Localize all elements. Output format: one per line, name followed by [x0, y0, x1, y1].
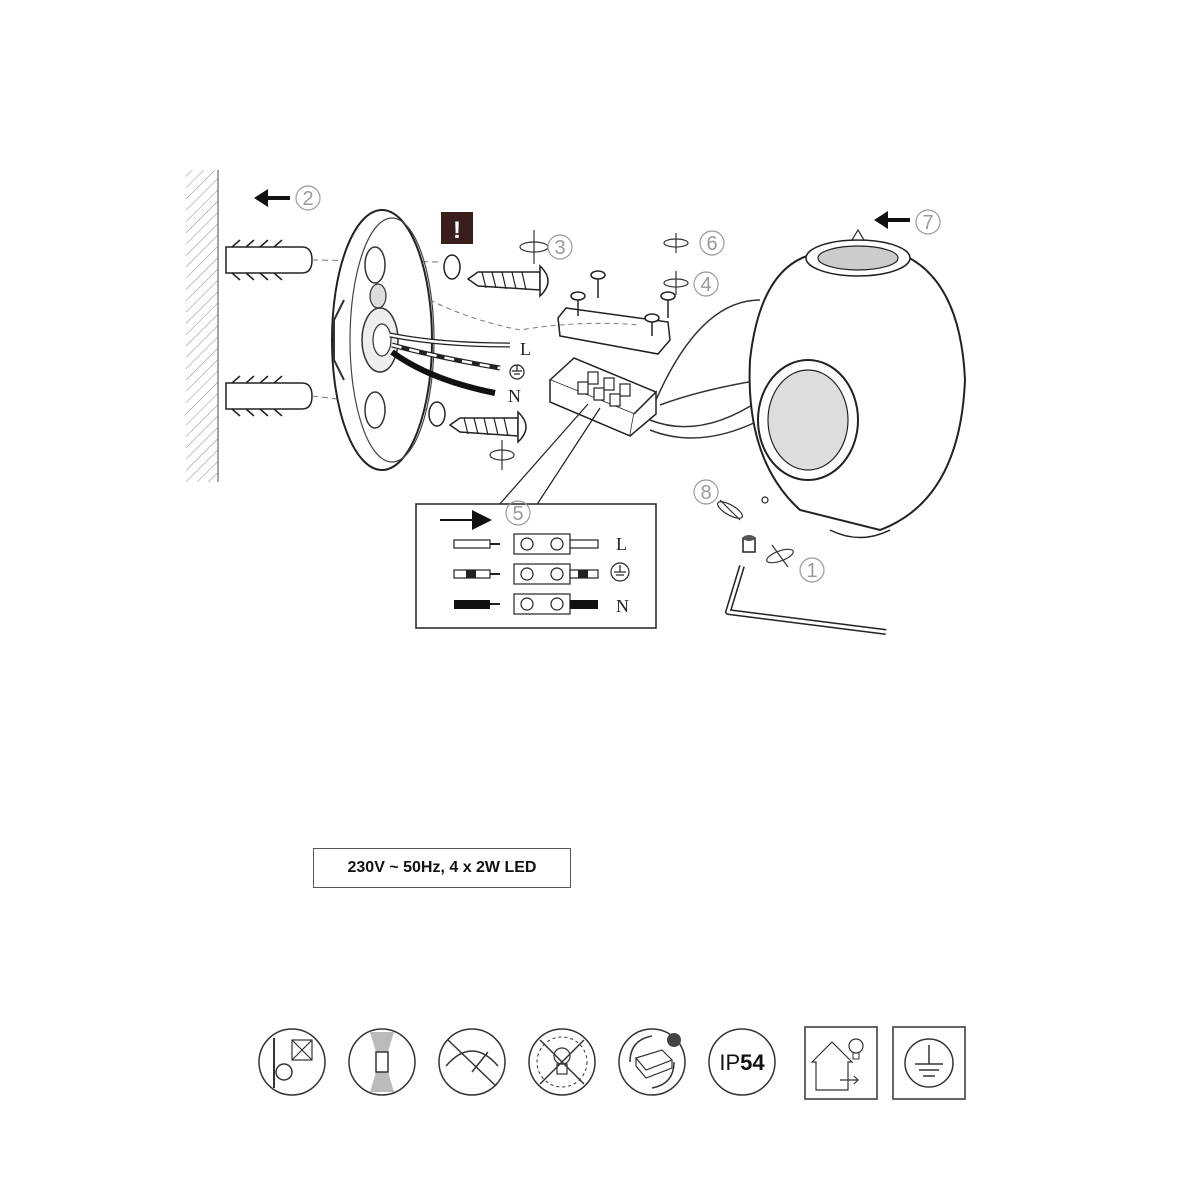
wall-screw-bottom [448, 410, 527, 444]
earth-wire-symbol [509, 364, 525, 380]
step-8-label: 8 [700, 482, 711, 504]
terminal-row-neutral [513, 593, 598, 615]
wall-plug-bottom [225, 375, 431, 417]
driver-recycling-icon [618, 1028, 686, 1096]
step-2-arrow: 2 [254, 185, 321, 211]
lamp-body [748, 228, 967, 539]
detail-label-neutral: N [616, 596, 629, 616]
lamp-wires [429, 299, 761, 439]
warning-icon: ! [441, 212, 473, 244]
wall-screw-top [466, 264, 549, 298]
step-1-label: 1 [806, 560, 817, 582]
spec-text: 230V ~ 50Hz, 4 x 2W LED [347, 859, 537, 876]
wall [186, 170, 219, 482]
detail-label-live: L [616, 534, 627, 554]
svg-text:!: ! [453, 217, 461, 244]
spec-label-box: 230V ~ 50Hz, 4 x 2W LED [313, 848, 571, 888]
ip-value: 54 [740, 1050, 765, 1075]
mounting-base [331, 209, 435, 471]
washer-bottom [428, 401, 446, 427]
step-2-label: 2 [302, 188, 313, 210]
step-4-rotate-icon: 4 [663, 271, 719, 297]
callout-leader [497, 403, 601, 507]
step-7-arrow: 7 [874, 209, 941, 235]
wall-mount-distance-icon [258, 1028, 326, 1096]
up-down-light-icon [348, 1028, 416, 1096]
ip-rating-icon: IP54 [708, 1028, 776, 1096]
led-not-replaceable-icon [528, 1028, 596, 1096]
step-8-rotate-icon: 8 [693, 479, 743, 521]
wall-plug-top [225, 239, 441, 281]
step-7-label: 7 [922, 212, 933, 234]
terminal-row-live [513, 533, 599, 555]
ip-prefix: IP [719, 1050, 740, 1075]
wire-label-neutral: N [508, 386, 521, 406]
terminal-block [548, 357, 658, 438]
step-6-rotate-icon: 6 [663, 230, 725, 256]
protective-earth-icon [892, 1026, 966, 1100]
allen-key [725, 565, 887, 635]
step-5-label: 5 [512, 503, 523, 525]
step-3-rotate-icon: 3 [519, 230, 573, 264]
step-6-label: 6 [706, 233, 717, 255]
bottom-screw-rotate-icon [489, 440, 515, 470]
wire-label-live: L [520, 339, 531, 359]
mains-wires: L N [389, 332, 531, 406]
terminal-row-earth [513, 563, 599, 585]
wiring-detail-box: 5 L [415, 500, 657, 629]
step-4-label: 4 [700, 274, 711, 296]
step-3-label: 3 [554, 237, 565, 259]
detail-earth-symbol [610, 562, 630, 582]
svg-text:IP54: IP54 [719, 1050, 765, 1075]
step-1-rotate-icon: 1 [766, 544, 825, 583]
terminal-cover-plate [557, 270, 676, 355]
symbol-row: IP54 [258, 1026, 966, 1100]
indoor-outdoor-use-icon [804, 1026, 878, 1100]
washer-top [443, 254, 461, 280]
grub-screw [742, 535, 756, 553]
no-dimmer-icon [438, 1028, 506, 1096]
